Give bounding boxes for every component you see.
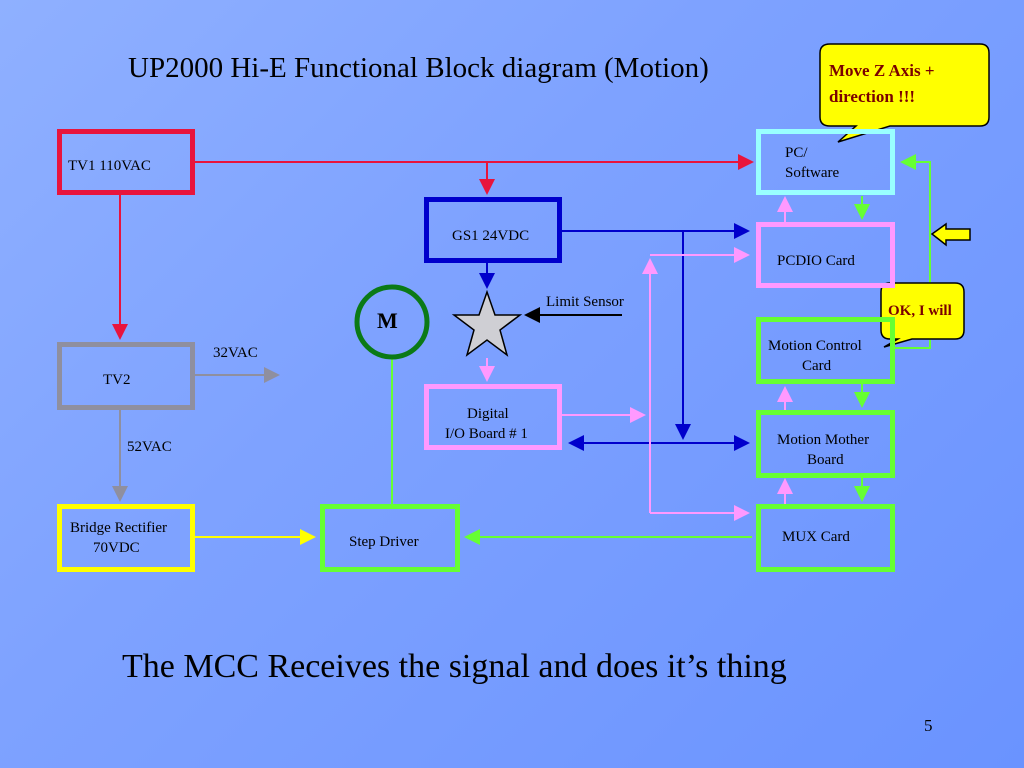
move-z-callout-shape <box>819 43 990 143</box>
motion-control-card-label-1: Motion Control <box>768 338 862 354</box>
motion-control-card-label-2: Card <box>802 358 832 374</box>
tv2-label: TV2 <box>103 372 131 388</box>
tv1-label: TV1 110VAC <box>68 158 151 174</box>
pc-software-block <box>756 129 895 195</box>
motion-mother-board-label-1: Motion Mother <box>777 432 870 448</box>
pc-software-label-2: Software <box>785 165 840 181</box>
step-driver-label: Step Driver <box>349 534 419 550</box>
tv2-block <box>57 342 195 410</box>
pointer-arrow-icon <box>930 222 971 247</box>
mux-card-label: MUX Card <box>782 529 850 545</box>
ok-callout-text: OK, I will <box>888 303 952 319</box>
52vac-label: 52VAC <box>127 439 172 455</box>
pc-software-label-1: PC/ <box>785 145 808 161</box>
mux-card-block <box>756 504 895 572</box>
motion-control-card-block <box>756 317 895 384</box>
pcdio-card-block <box>756 222 895 288</box>
digital-io-label-1: Digital <box>467 406 509 422</box>
motor-circle <box>354 284 430 360</box>
32vac-label: 32VAC <box>213 345 258 361</box>
gs1-label: GS1 24VDC <box>452 228 530 244</box>
motor-label: M <box>377 308 398 333</box>
bridge-rectifier-block <box>57 504 195 572</box>
move-z-callout-line-2: direction !!! <box>829 87 916 106</box>
motion-mother-board-label-2: Board <box>807 452 844 468</box>
gs1-block <box>424 197 562 263</box>
slide-title: UP2000 Hi-E Functional Block diagram (Mo… <box>128 52 709 84</box>
limit-sensor-label: Limit Sensor <box>546 294 624 310</box>
motion-mother-board-block <box>756 410 895 478</box>
bridge-rectifier-label-1: Bridge Rectifier <box>70 520 168 536</box>
ok-callout-shape <box>880 282 965 348</box>
page-number: 5 <box>924 716 933 735</box>
move-z-callout-line-1: Move Z Axis + <box>829 61 935 80</box>
step-driver-block <box>320 504 460 572</box>
tv1-block <box>57 129 195 195</box>
bridge-rectifier-label-2: 70VDC <box>93 540 140 556</box>
slide-subtitle: The MCC Receives the signal and does it’… <box>122 648 787 685</box>
limit-sensor-star <box>451 289 523 357</box>
pcdio-card-label: PCDIO Card <box>777 253 855 269</box>
digital-io-label-2: I/O Board # 1 <box>445 426 528 442</box>
digital-io-block <box>424 384 562 450</box>
